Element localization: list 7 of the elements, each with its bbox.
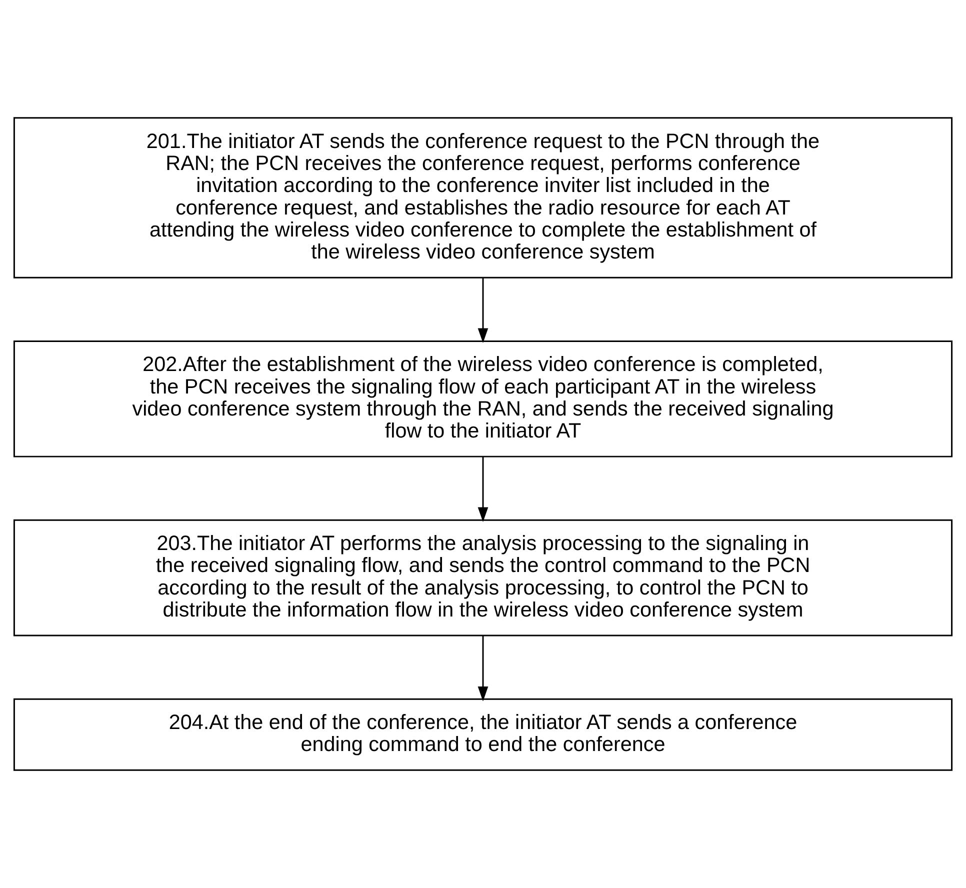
node-box: 202.After the establishment of the wireless video conference is completed, the PCN receives the signaling flow of each participant AT in the wireless video conference system through the RAN, and sends the received signaling flow to the initiator AT [13,340,953,458]
arrow [478,457,488,522]
node-box: 204.At the end of the conference, the initiator AT sends a conference ending command to end the conference [13,698,953,771]
arrow [478,636,488,702]
arrow [478,278,488,343]
node-box: 201.The initiator AT sends the conference request to the PCN through the RAN; the PCN receives the conference request, performs conference invitation according to the conference inviter list included in the conference request, and establishes the radio resource for each AT attending the wireless video conference to complete the establishment of the wireless video conference system [13,117,953,278]
node-box: 203.The initiator AT performs the analysis processing to the signaling in the received signaling flow, and sends the control command to the PCN according to the result of the analysis processing, to control the PCN to distribute the information flow in the wireless video conference system [13,519,953,636]
